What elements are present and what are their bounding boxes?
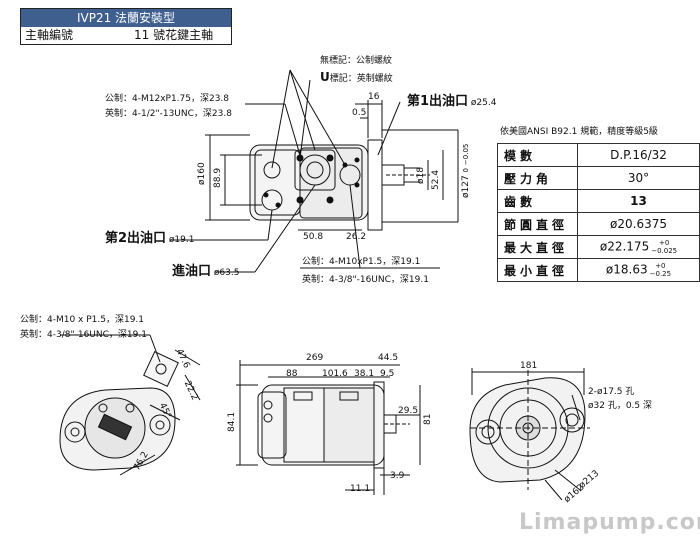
dim-127-tol-upper: 0	[462, 167, 470, 173]
shaft-label: 主軸編號	[25, 28, 74, 42]
spec-value: ø22.175	[599, 239, 650, 254]
dim-160: ø160	[197, 162, 207, 185]
spec-key: 模數	[497, 143, 578, 167]
spec-key: 節圓直徑	[497, 212, 578, 236]
front-view-pump	[257, 381, 410, 469]
dim-127: ø127 0 −0.05	[461, 143, 471, 198]
tol-lower: −0.025	[651, 247, 678, 255]
dim-11-1: 11.1	[350, 484, 371, 494]
model-title: IVP21 法蘭安裝型	[21, 9, 231, 27]
mid-thread-imperial: 英制：4-3/8"-16UNC，深19.1	[302, 275, 429, 285]
spotface-note: ø32 孔，0.5 深	[588, 401, 652, 411]
dim-84-1: 84.1	[227, 411, 237, 432]
spline-standard-note: 依美國ANSI B92.1 規範，精度等級5級	[500, 127, 658, 137]
dim-269: 269	[306, 353, 324, 363]
inlet-size: ø63.5	[213, 268, 240, 278]
dim-44-5: 44.5	[378, 353, 399, 363]
outlet1-label: 第1出油口	[407, 94, 469, 109]
dim-50-8: 50.8	[303, 232, 324, 242]
bolt-holes-note: 2-ø17.5 孔	[588, 387, 635, 397]
dim-127-tol-lower: −0.05	[462, 143, 470, 166]
left-thread-imperial: 英制：4-3/8"-16UNC，深19.1	[20, 330, 147, 340]
dim-81: 81	[423, 413, 433, 425]
dim-29-5: 29.5	[398, 406, 419, 416]
spec-value: ø20.6375	[577, 212, 700, 236]
spec-key: 最大直徑	[497, 235, 578, 259]
spec-value: 30°	[577, 166, 700, 190]
tol-upper: +0	[655, 262, 666, 270]
top-thread-metric: 公制：4-M12xP1.75，深23.8	[105, 94, 230, 104]
dim-88-9: 88.9	[213, 167, 223, 188]
left-view-flange	[59, 351, 179, 471]
inlet-label: 進油口	[172, 264, 212, 279]
no-mark-note: 無標記：公制螺紋	[320, 56, 393, 66]
watermark: Limapump.com	[519, 510, 700, 535]
dim-52-4: 52.4	[431, 169, 441, 190]
dim-3-9: 3.9	[390, 471, 405, 481]
dim-88: 88	[286, 369, 298, 379]
spec-key: 齒數	[497, 189, 578, 213]
outlet1-size: ø25.4	[470, 98, 497, 108]
title-box: IVP21 法蘭安裝型 主軸編號 11 號花鍵主軸	[20, 8, 232, 45]
dim-127-value: ø127	[461, 175, 471, 198]
spec-key: 最小直徑	[497, 258, 578, 282]
dim-9-5: 9.5	[380, 369, 395, 379]
dim-38-1: 38.1	[354, 369, 375, 379]
left-thread-metric: 公制：4-M10 x P1.5，深19.1	[20, 315, 145, 325]
dim-181: 181	[520, 361, 538, 371]
tol-lower: −0.25	[649, 270, 672, 278]
shaft-value: 11 號花鍵主軸	[134, 28, 214, 42]
dim-shaft-18: ø18	[416, 167, 426, 184]
u-mark-note: 標記：英制螺紋	[329, 74, 393, 84]
top-view-pump	[249, 139, 430, 231]
spec-value: D.P.16/32	[577, 143, 700, 167]
outlet2-label: 第2出油口	[105, 231, 167, 246]
dim-26-2: 26.2	[346, 232, 367, 242]
dim-16: 16	[368, 92, 380, 102]
table-row: 最小直徑 ø18.63 +0−0.25	[497, 258, 700, 282]
spec-value: ø18.63	[605, 262, 648, 277]
outlet2-size: ø19.1	[168, 235, 195, 245]
spec-value: 13	[577, 189, 700, 213]
top-thread-imperial: 英制：4-1/2"-13UNC，深23.8	[105, 109, 232, 119]
dim-101-6: 101.6	[322, 369, 348, 379]
mid-thread-metric: 公制：4-M10xP1.5，深19.1	[302, 257, 421, 267]
u-mark-letter: U	[320, 70, 330, 84]
table-row: 最大直徑 ø22.175 +0−0.025	[497, 235, 700, 259]
spec-key: 壓力角	[497, 166, 578, 190]
right-view-flange	[469, 370, 590, 490]
tol-upper: +0	[659, 239, 670, 247]
dim-0-5: 0.5	[352, 108, 367, 118]
